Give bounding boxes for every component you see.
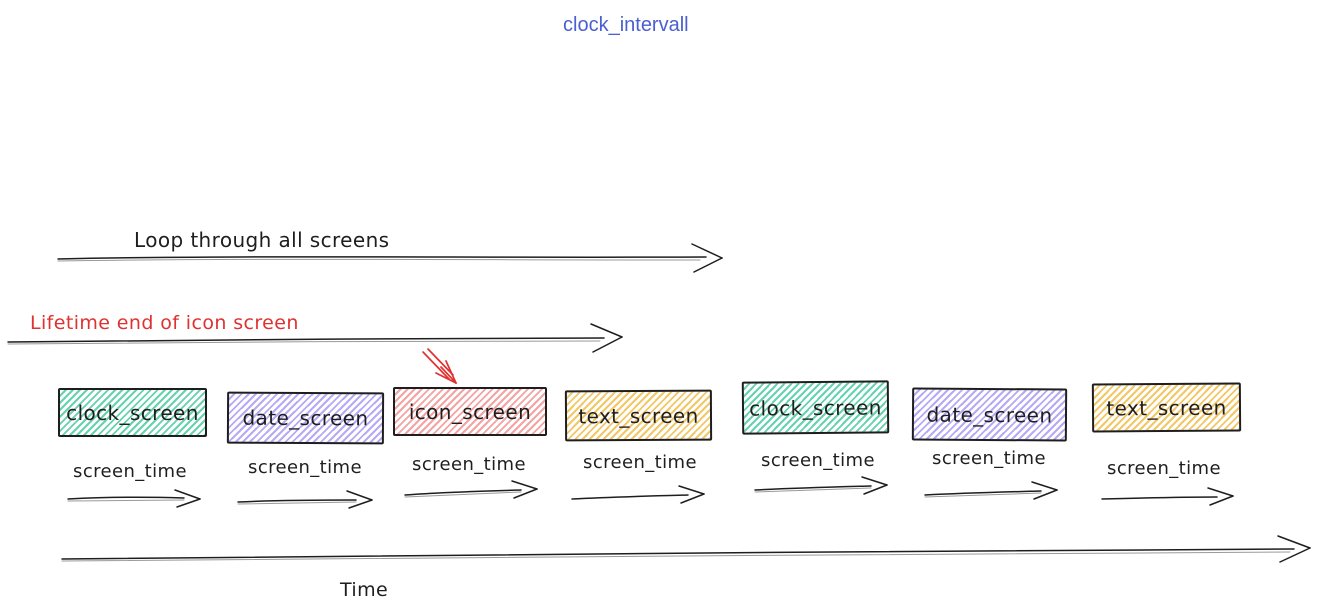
screen-time-arrow-7 [1101,487,1234,506]
screen-box-label: clock_screen [749,394,882,421]
screen-time-arrow-4 [571,485,705,504]
screen-time-label-5: screen_time [761,450,875,471]
icon-screen-pointer-arrow [422,348,457,384]
screen-time-label-2: screen_time [248,457,362,478]
screen-box-clock-1: clock_screen [58,388,207,437]
screen-box-label: text_screen [578,403,699,428]
time-axis-label: Time [340,579,389,601]
screen-time-label-1: screen_time [73,461,187,482]
time-axis-arrow [61,535,1311,563]
screen-time-arrow-1 [67,489,201,508]
screen-box-text-1: text_screen [564,389,713,442]
screen-box-label: date_screen [242,405,369,431]
screen-box-text-2: text_screen [1091,382,1242,433]
screen-time-arrow-5 [754,476,888,495]
loop-arrow-label: Loop through all screens [134,228,390,252]
screen-time-arrow-6 [924,481,1058,500]
screen-box-label: clock_screen [66,400,199,425]
lifetime-arrow-label: Lifetime end of icon screen [30,312,299,334]
screen-time-label-3: screen_time [412,454,526,475]
screen-time-arrow-3 [404,480,538,499]
screen-box-date-2: date_screen [911,387,1068,442]
screen-time-arrow-2 [237,490,373,509]
screen-time-label-4: screen_time [583,452,697,473]
screen-time-label-6: screen_time [932,448,1046,469]
screen-box-clock-2: clock_screen [741,380,890,435]
loop-arrow [57,243,723,273]
screen-time-label-7: screen_time [1107,458,1221,479]
screen-box-icon: icon_screen [393,387,547,436]
screen-box-date-1: date_screen [226,391,385,445]
screen-box-label: text_screen [1106,395,1227,420]
lifetime-arrow [7,323,623,353]
screen-box-label: icon_screen [408,399,532,424]
screen-box-label: date_screen [926,402,1053,427]
page-title: clock_intervall [563,14,689,36]
